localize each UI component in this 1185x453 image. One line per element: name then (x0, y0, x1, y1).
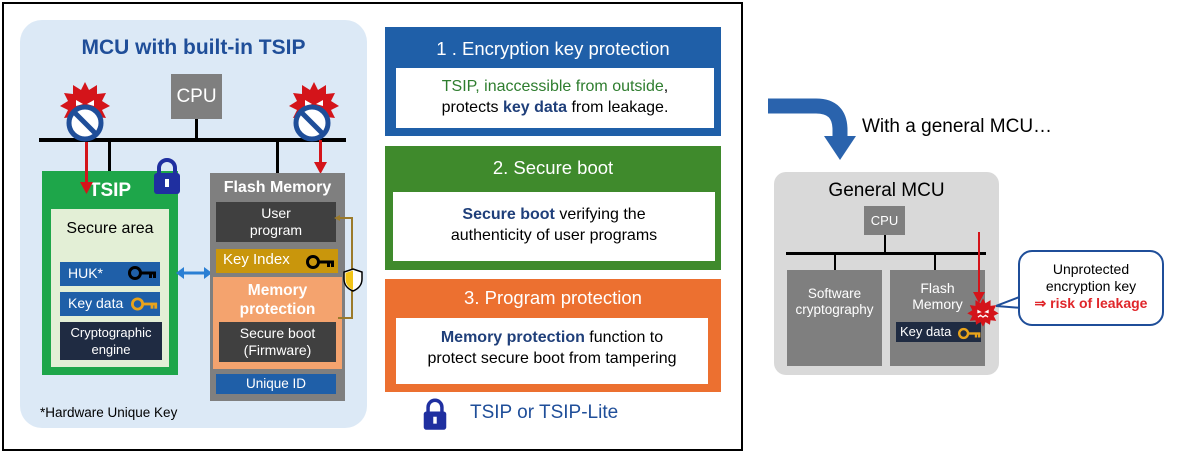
section-2-secure-boot: Secure boot (462, 206, 555, 223)
section-1-highlight: TSIP, inaccessible from outside (441, 78, 664, 95)
key-index-text: Key Index (223, 251, 290, 268)
shield-icon (343, 268, 363, 292)
section-1-text-post: from leakage. (567, 99, 669, 116)
key-icon (131, 297, 158, 311)
flash-title: Flash Memory (223, 179, 332, 196)
section-1-text-pre: protects (441, 99, 503, 116)
prohibit-icon (293, 104, 331, 142)
key-index: Key Index (216, 249, 338, 273)
attack-arrow-right (319, 140, 322, 164)
arrowhead-icon (314, 162, 327, 174)
lock-icon (154, 158, 180, 194)
general-cpu-box: CPU (864, 206, 905, 235)
with-general-heading: With a general MCU… (862, 116, 1053, 137)
key-data-text: Key data (68, 295, 124, 311)
general-bus-stub-right (934, 254, 936, 271)
callout-line2: encryption key (1045, 278, 1137, 294)
curved-arrow-icon (768, 98, 856, 160)
arrowhead-icon (973, 292, 985, 303)
general-mcu-title: General MCU (828, 180, 945, 201)
memory-protection-line2: protection (239, 301, 316, 318)
callout-line1: Unprotected (1052, 261, 1130, 277)
section-1-key-data: key data (502, 99, 567, 116)
prohibit-icon (66, 104, 104, 142)
section-1-body: TSIP, inaccessible from outside, protect… (396, 68, 714, 128)
malware-icon (967, 298, 999, 327)
general-flash-line2: Memory (912, 296, 963, 312)
section-3-memory-protection: Memory protection (440, 329, 585, 346)
cpu-box: CPU (171, 74, 222, 119)
tsip-bus-stub (108, 140, 111, 171)
section-3-text: function to (584, 329, 664, 346)
huk-text: HUK* (68, 265, 104, 281)
secure-boot-line2: (Firmware) (243, 342, 312, 358)
risk-callout: Unprotected encryption key ⇒ risk of lea… (1018, 250, 1164, 326)
user-program: User program (216, 202, 336, 242)
section-2-line2: authenticity of user programs (450, 227, 658, 244)
callout-pointer (996, 296, 1022, 310)
tsip-title: TSIP (88, 180, 132, 201)
crypto-engine: Cryptographic engine (60, 322, 162, 360)
unique-id: Unique ID (216, 374, 336, 394)
key-icon (128, 266, 156, 280)
section-1-comma: , (663, 78, 669, 95)
memory-protection-title: Memory protection (213, 281, 342, 319)
section-3-body: Memory protection function to protect se… (396, 318, 708, 384)
crypto-line1: Cryptographic (70, 325, 152, 340)
section-2-title: 2. Secure boot (492, 157, 614, 178)
lock-icon (423, 398, 447, 430)
software-line2: cryptography (795, 302, 874, 317)
user-program-line1: User (261, 205, 291, 221)
section-2-text: verifying the (554, 206, 646, 223)
memory-protection-line1: Memory (247, 282, 308, 299)
mcu-title: MCU with built-in TSIP (81, 36, 306, 59)
footnote: *Hardware Unique Key (40, 405, 178, 420)
secure-boot-bracket (334, 215, 353, 319)
section-2-body: Secure boot verifying the authenticity o… (393, 192, 715, 261)
key-data-label: Key data (60, 292, 160, 316)
user-program-line2: program (249, 222, 303, 238)
general-cpu-bus-stub (884, 235, 886, 254)
general-flash-line1: Flash (920, 280, 955, 296)
section-1-title: 1 . Encryption key protection (436, 38, 670, 59)
double-arrow-icon (176, 267, 212, 279)
key-icon (958, 327, 981, 340)
general-system-bus (786, 252, 986, 255)
legend-label: TSIP or TSIP-Lite (470, 402, 619, 423)
software-line1: Software (807, 286, 862, 301)
cpu-bus-stub (195, 119, 198, 140)
section-3-line2: protect secure boot from tampering (427, 350, 677, 367)
section-3-title: 3. Program protection (464, 287, 642, 308)
crypto-line2: engine (91, 342, 131, 357)
secure-area-label: Secure area (66, 220, 154, 237)
key-icon (306, 255, 334, 269)
secure-boot-line1: Secure boot (239, 325, 316, 341)
callout-risk-text: ⇒ risk of leakage (1034, 295, 1148, 311)
software-crypto-box: Software cryptography (787, 270, 882, 366)
general-key-data-text: Key data (900, 324, 952, 339)
general-bus-stub-left (834, 254, 836, 271)
left-frame (2, 2, 743, 451)
attack-arrow-left (85, 142, 88, 184)
flash-bus-stub (276, 140, 279, 173)
arrowhead-icon (80, 182, 93, 194)
general-attack-arrow (978, 232, 980, 294)
system-bus (39, 138, 346, 142)
general-flash-box: Flash Memory (890, 270, 985, 366)
secure-boot-firmware: Secure boot (Firmware) (219, 322, 336, 362)
